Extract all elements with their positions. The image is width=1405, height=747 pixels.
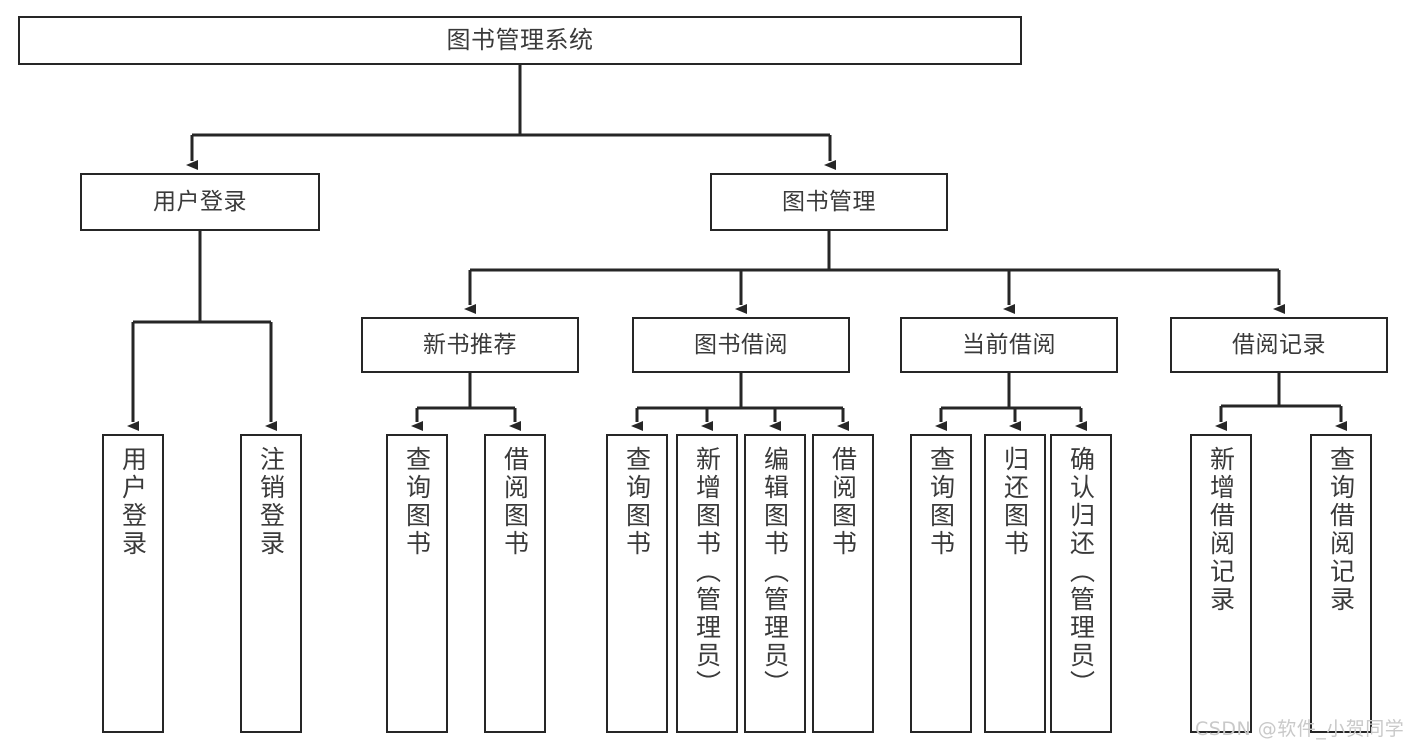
- node-user-login[interactable]: 用户登录: [80, 173, 320, 231]
- node-new-book-recommend-label: 新书推荐: [423, 331, 517, 358]
- node-book-management[interactable]: 图书管理: [710, 173, 948, 231]
- leaf-edit-book-admin-label: 编辑图书（管理员）: [760, 446, 790, 698]
- leaf-borrow-book-recommend-label: 借阅图书: [500, 446, 530, 558]
- node-new-book-recommend[interactable]: 新书推荐: [361, 317, 579, 373]
- leaf-borrow-book-label: 借阅图书: [828, 446, 858, 558]
- node-book-management-label: 图书管理: [782, 188, 876, 215]
- leaf-user-login[interactable]: 用户登录: [102, 434, 164, 733]
- node-user-login-label: 用户登录: [153, 188, 247, 215]
- node-book-borrow[interactable]: 图书借阅: [632, 317, 850, 373]
- leaf-add-book-admin-label: 新增图书（管理员）: [692, 446, 722, 698]
- node-current-borrow[interactable]: 当前借阅: [900, 317, 1118, 373]
- leaf-query-book-recommend-label: 查询图书: [402, 446, 432, 558]
- node-borrow-record[interactable]: 借阅记录: [1170, 317, 1388, 373]
- leaf-confirm-return-admin-label: 确认归还（管理员）: [1066, 446, 1096, 698]
- leaf-return-book[interactable]: 归还图书: [984, 434, 1046, 733]
- leaf-borrow-book[interactable]: 借阅图书: [812, 434, 874, 733]
- leaf-query-borrow-record-label: 查询借阅记录: [1326, 446, 1356, 614]
- node-current-borrow-label: 当前借阅: [962, 331, 1056, 358]
- node-book-borrow-label: 图书借阅: [694, 331, 788, 358]
- leaf-add-book-admin[interactable]: 新增图书（管理员）: [676, 434, 738, 733]
- watermark: CSDN @软件_小贺同学: [1195, 718, 1405, 740]
- leaf-user-login-label: 用户登录: [118, 446, 148, 558]
- leaf-query-book-label: 查询图书: [622, 446, 652, 558]
- node-root-label: 图书管理系统: [446, 25, 594, 54]
- leaf-query-borrow-record[interactable]: 查询借阅记录: [1310, 434, 1372, 733]
- leaf-query-book[interactable]: 查询图书: [606, 434, 668, 733]
- leaf-query-book-recommend[interactable]: 查询图书: [386, 434, 448, 733]
- leaf-logout[interactable]: 注销登录: [240, 434, 302, 733]
- node-root[interactable]: 图书管理系统: [18, 16, 1022, 65]
- leaf-add-borrow-record-label: 新增借阅记录: [1206, 446, 1236, 614]
- leaf-query-book-current-label: 查询图书: [926, 446, 956, 558]
- leaf-return-book-label: 归还图书: [1000, 446, 1030, 558]
- leaf-edit-book-admin[interactable]: 编辑图书（管理员）: [744, 434, 806, 733]
- leaf-query-book-current[interactable]: 查询图书: [910, 434, 972, 733]
- leaf-confirm-return-admin[interactable]: 确认归还（管理员）: [1050, 434, 1112, 733]
- leaf-add-borrow-record[interactable]: 新增借阅记录: [1190, 434, 1252, 733]
- node-borrow-record-label: 借阅记录: [1232, 331, 1326, 358]
- leaf-logout-label: 注销登录: [256, 446, 286, 558]
- leaf-borrow-book-recommend[interactable]: 借阅图书: [484, 434, 546, 733]
